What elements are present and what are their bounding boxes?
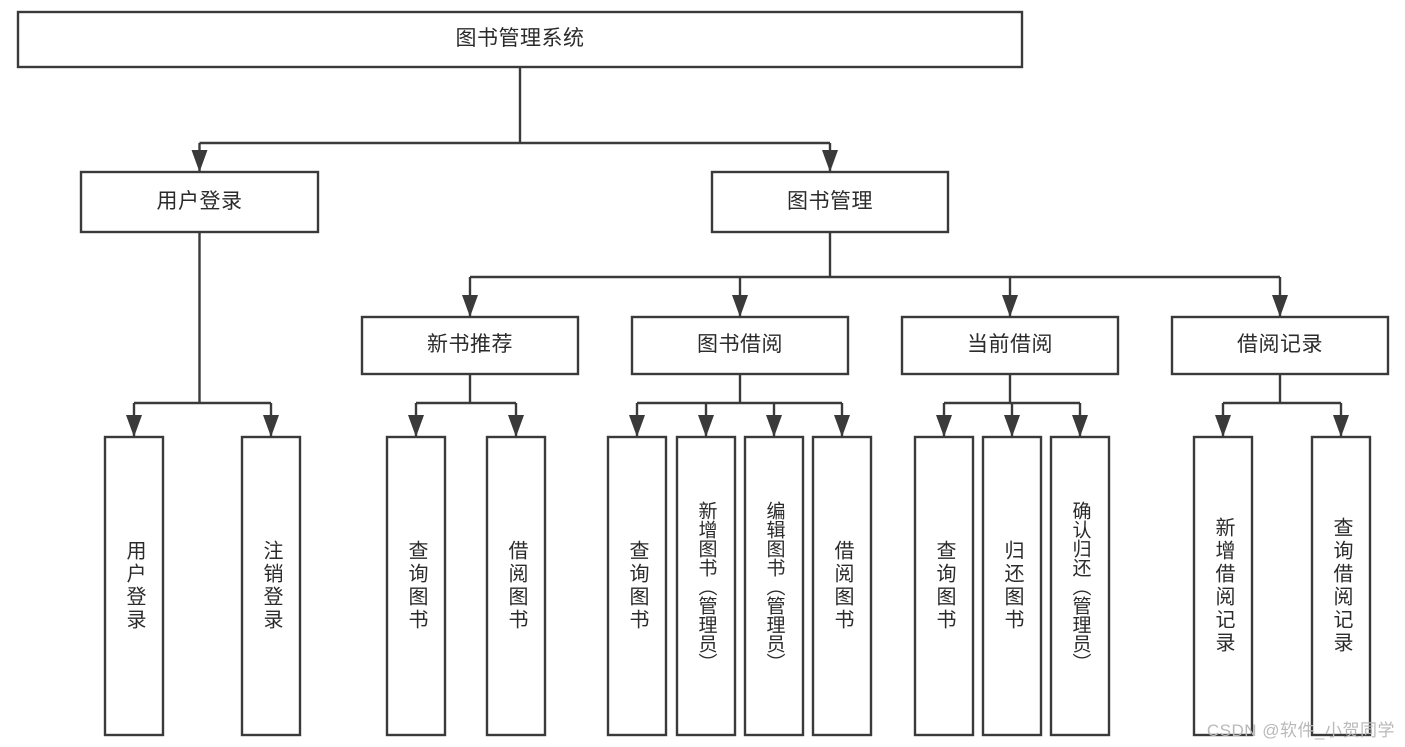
node-box-leaf-record-add[interactable]: [1192, 435, 1254, 737]
arrow-head-icon: [1004, 415, 1020, 437]
node-box-borrow-record[interactable]: [1170, 315, 1390, 376]
arrow-head-icon: [936, 415, 952, 437]
node-box-root[interactable]: [16, 10, 1024, 69]
node-box-book-borrow[interactable]: [630, 315, 850, 376]
csdn-watermark: CSDN @软件_小贺同学: [1206, 721, 1395, 740]
node-box-leaf-current-query-book[interactable]: [913, 435, 975, 737]
arrow-head-icon: [508, 415, 524, 437]
node-box-leaf-borrow-query-book[interactable]: [606, 435, 668, 737]
node-box-leaf-record-query[interactable]: [1310, 435, 1372, 737]
arrow-head-icon: [1072, 415, 1088, 437]
node-box-user-login[interactable]: [79, 170, 320, 234]
arrow-head-icon: [629, 415, 645, 437]
arrow-head-icon: [732, 295, 748, 317]
arrow-head-icon: [462, 295, 478, 317]
arrow-head-icon: [263, 415, 279, 437]
node-box-new-book-recommend[interactable]: [360, 315, 580, 376]
node-box-leaf-borrow-edit-book[interactable]: [743, 435, 805, 737]
arrow-head-icon: [1333, 415, 1349, 437]
boxes-layer: [16, 10, 1390, 737]
node-box-book-manage[interactable]: [710, 170, 950, 234]
node-box-leaf-user-login[interactable]: [103, 435, 165, 737]
node-box-leaf-user-logout[interactable]: [240, 435, 302, 737]
arrow-head-icon: [126, 415, 142, 437]
node-box-leaf-current-return-book[interactable]: [981, 435, 1043, 737]
arrow-head-icon: [191, 150, 208, 172]
connectors-layer: [126, 67, 1349, 437]
arrow-head-icon: [1215, 415, 1231, 437]
node-box-current-borrow[interactable]: [900, 315, 1120, 376]
node-box-leaf-borrow-borrow-book[interactable]: [811, 435, 873, 737]
node-box-leaf-current-confirm-return[interactable]: [1049, 435, 1111, 737]
arrow-head-icon: [1002, 295, 1018, 317]
node-box-leaf-rec-borrow-book[interactable]: [485, 435, 547, 737]
arrow-head-icon: [822, 150, 838, 172]
arrow-head-icon: [834, 415, 850, 437]
arrow-head-icon: [408, 415, 424, 437]
arrow-head-icon: [766, 415, 782, 437]
node-box-leaf-rec-query-book[interactable]: [385, 435, 447, 737]
arrow-head-icon: [1272, 295, 1288, 317]
arrow-head-icon: [698, 415, 714, 437]
node-box-leaf-borrow-add-book[interactable]: [675, 435, 737, 737]
